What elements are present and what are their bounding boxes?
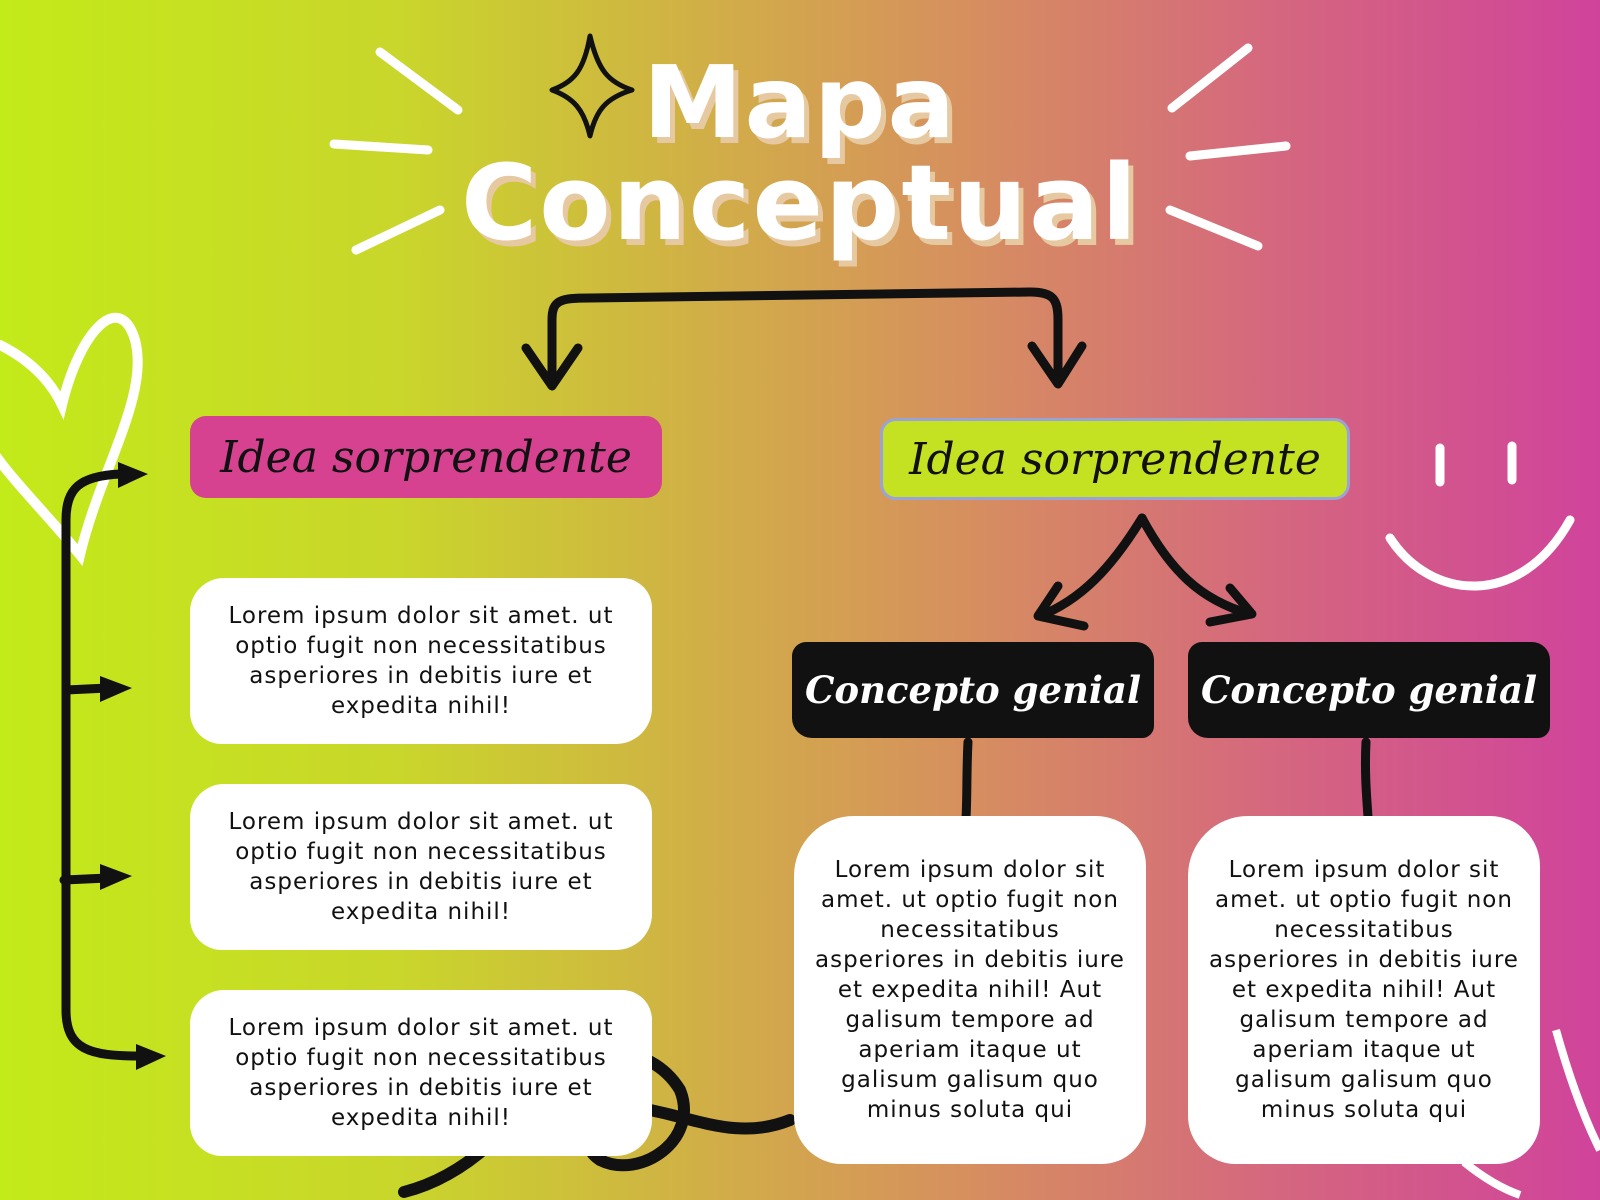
left-idea-box: Idea sorprendente [190, 416, 662, 498]
smiley-icon [1385, 441, 1575, 591]
title-line-1: Mapa [642, 44, 958, 161]
concept-text-box-1: Lorem ipsum dolor sit amet. ut optio fug… [794, 816, 1146, 1164]
concept-text-box-2: Lorem ipsum dolor sit amet. ut optio fug… [1188, 816, 1540, 1164]
concept-box-1: Concepto genial [792, 642, 1154, 738]
left-text-box-1: Lorem ipsum dolor sit amet. ut optio fug… [190, 578, 652, 744]
concept-box-2: Concepto genial [1188, 642, 1550, 738]
left-text-box-2: Lorem ipsum dolor sit amet. ut optio fug… [190, 784, 652, 950]
heart-icon [0, 312, 143, 567]
title-line-2: Conceptual [460, 142, 1140, 264]
left-text-box-3: Lorem ipsum dolor sit amet. ut optio fug… [190, 990, 652, 1156]
right-idea-box: Idea sorprendente [880, 418, 1350, 500]
timeline-markers [100, 462, 166, 1070]
